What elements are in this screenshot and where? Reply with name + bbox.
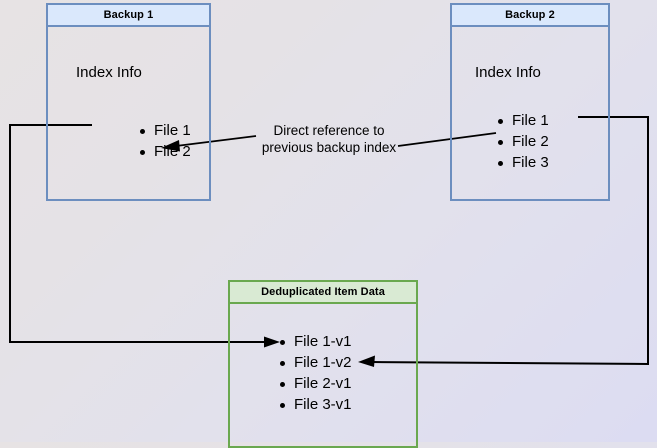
backup-2-file-list: File 1 File 2 File 3 xyxy=(496,110,549,173)
backup-1-index-info-label: Index Info xyxy=(76,64,142,81)
node-backup-2[interactable]: Backup 2 Index Info File 1 File 2 File 3 xyxy=(450,3,610,201)
backup-2-index-info-label: Index Info xyxy=(475,64,541,81)
node-backup-2-body: Index Info File 1 File 2 File 3 xyxy=(452,27,608,199)
node-backup-1-header: Backup 1 xyxy=(48,5,209,27)
edge-label-direct-reference: Direct reference to previous backup inde… xyxy=(261,123,397,155)
dedup-file-list: File 1-v1 File 1-v2 File 2-v1 File 3-v1 xyxy=(278,331,352,415)
list-item: File 1-v2 xyxy=(278,352,352,373)
node-deduplicated-body: File 1-v1 File 1-v2 File 2-v1 File 3-v1 xyxy=(230,304,416,446)
list-item: File 3 xyxy=(496,152,549,173)
node-backup-1-body: Index Info File 1 File 2 xyxy=(48,27,209,199)
list-item: File 1 xyxy=(138,120,191,141)
list-item: File 2-v1 xyxy=(278,373,352,394)
list-item: File 3-v1 xyxy=(278,394,352,415)
list-item: File 2 xyxy=(496,131,549,152)
list-item: File 1 xyxy=(496,110,549,131)
node-backup-2-header: Backup 2 xyxy=(452,5,608,27)
node-backup-1[interactable]: Backup 1 Index Info File 1 File 2 xyxy=(46,3,211,201)
node-deduplicated-item-data[interactable]: Deduplicated Item Data File 1-v1 File 1-… xyxy=(228,280,418,448)
list-item: File 2 xyxy=(138,141,191,162)
node-deduplicated-header: Deduplicated Item Data xyxy=(230,282,416,304)
backup-1-file-list: File 1 File 2 xyxy=(138,120,191,162)
list-item: File 1-v1 xyxy=(278,331,352,352)
